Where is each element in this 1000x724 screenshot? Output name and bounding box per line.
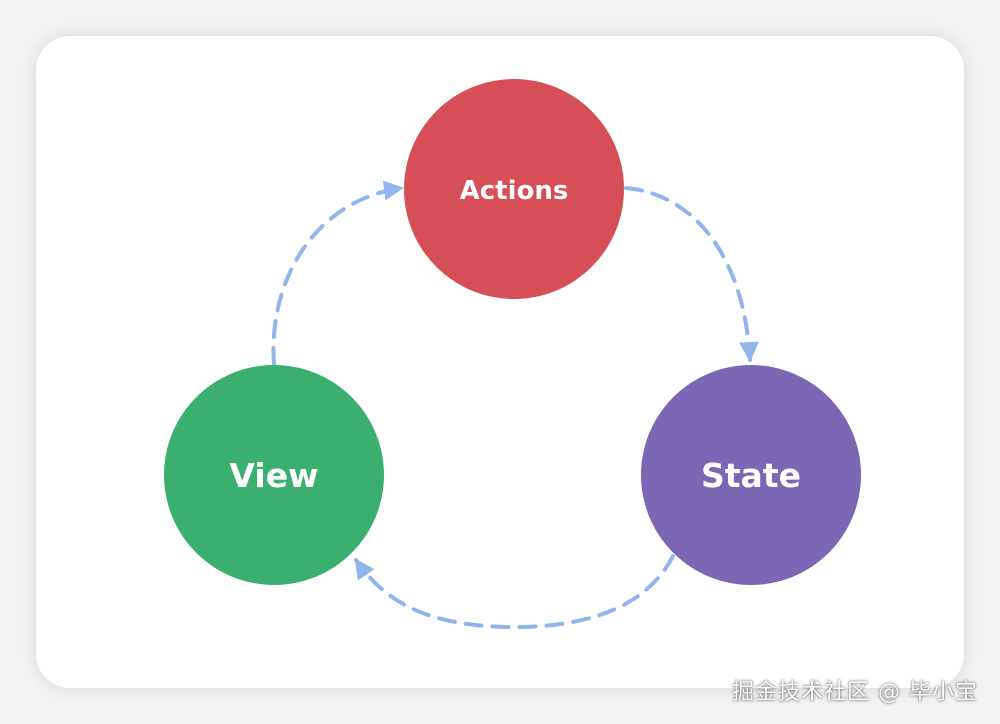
node-actions-circle	[404, 79, 624, 299]
edge-actions-to-state	[624, 186, 760, 362]
node-state-circle	[641, 365, 861, 585]
edge-state-to-view	[354, 554, 675, 630]
watermark-text: 掘金技术社区 @ 毕小宝	[732, 680, 978, 705]
node-view: View	[164, 365, 384, 585]
edge-view-to-actions	[271, 180, 404, 366]
node-view-label: View	[229, 456, 318, 495]
node-view-circle	[164, 365, 384, 585]
node-state-label: State	[701, 456, 801, 495]
node-actions: Actions	[404, 79, 624, 299]
node-state: State	[641, 365, 861, 585]
node-actions-label: Actions	[460, 176, 569, 206]
